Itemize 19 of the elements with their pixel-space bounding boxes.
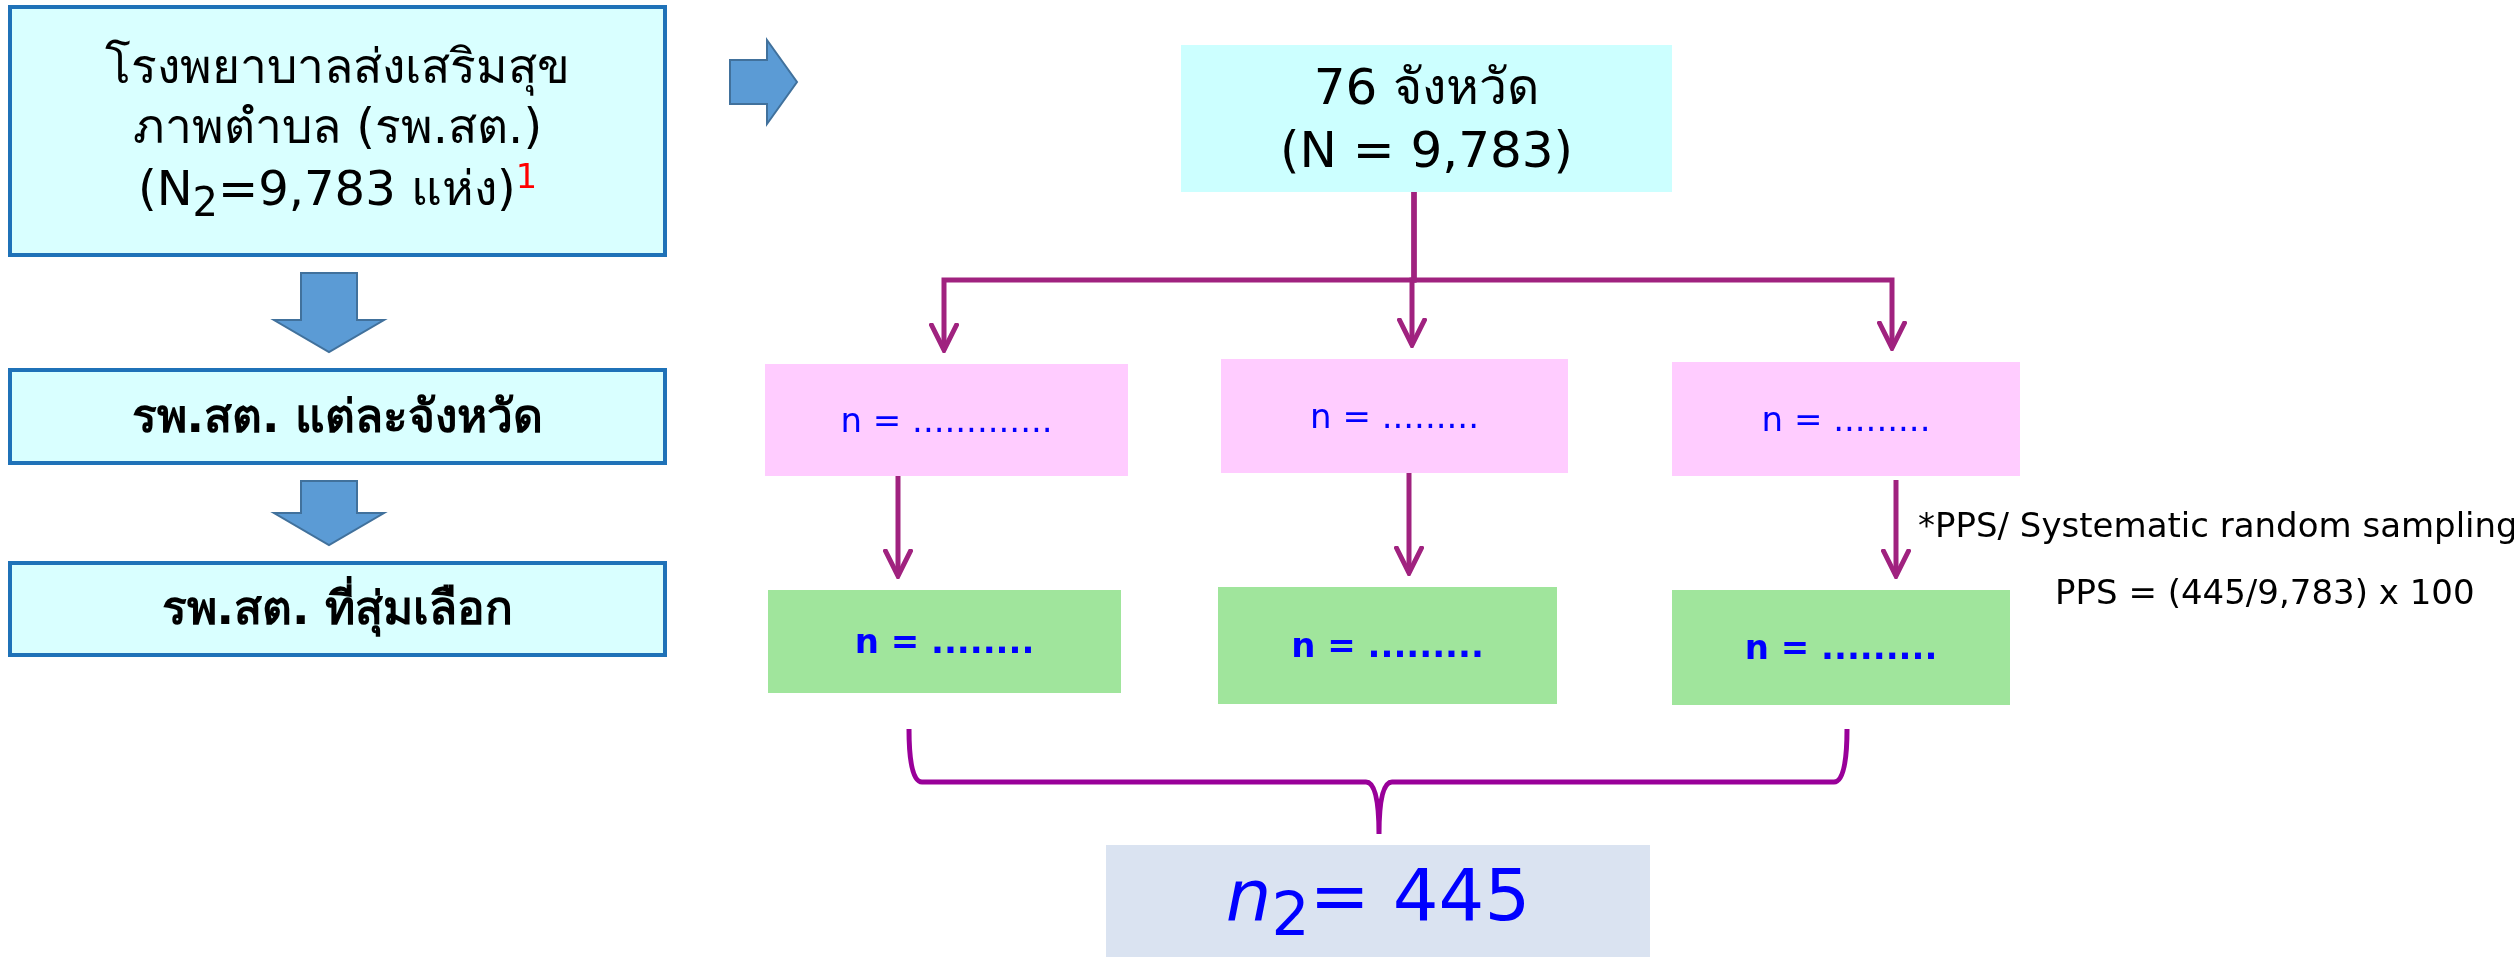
process-box: โรงพยาบาลส่งเสริมสุขภาพตำบล (รพ.สต.) (N$_{2}$=9,783 แห่ง)$^{1}$ xyxy=(8,5,667,257)
formula-text: PPS = (445/9,783) x 100 xyxy=(2055,572,2475,612)
process-box: 76 จังหวัด (N = 9,783) xyxy=(1181,45,1672,192)
block-arrow xyxy=(270,272,388,354)
arrow xyxy=(1881,480,1911,579)
result-box: n$_{2}$= 445 xyxy=(1106,845,1650,957)
sample-box: n = ......... xyxy=(1672,590,2010,705)
block-arrow xyxy=(270,480,388,547)
sample-box: n = ......... xyxy=(1218,587,1557,704)
sample-box: n = ......... xyxy=(1672,362,2020,476)
arrow xyxy=(883,476,913,579)
sample-box: n = ........ xyxy=(768,590,1121,693)
sample-box: n = ......... xyxy=(1221,359,1568,473)
arrow xyxy=(1411,192,1907,351)
note-text: *PPS/ Systematic random sampling xyxy=(1918,505,2514,545)
process-box: รพ.สต. ที่สุ่มเลือก xyxy=(8,561,667,657)
sample-box: n = ............. xyxy=(765,364,1128,476)
process-box: รพ.สต. แต่ละจังหวัด xyxy=(8,368,667,465)
arrow xyxy=(1394,473,1424,576)
